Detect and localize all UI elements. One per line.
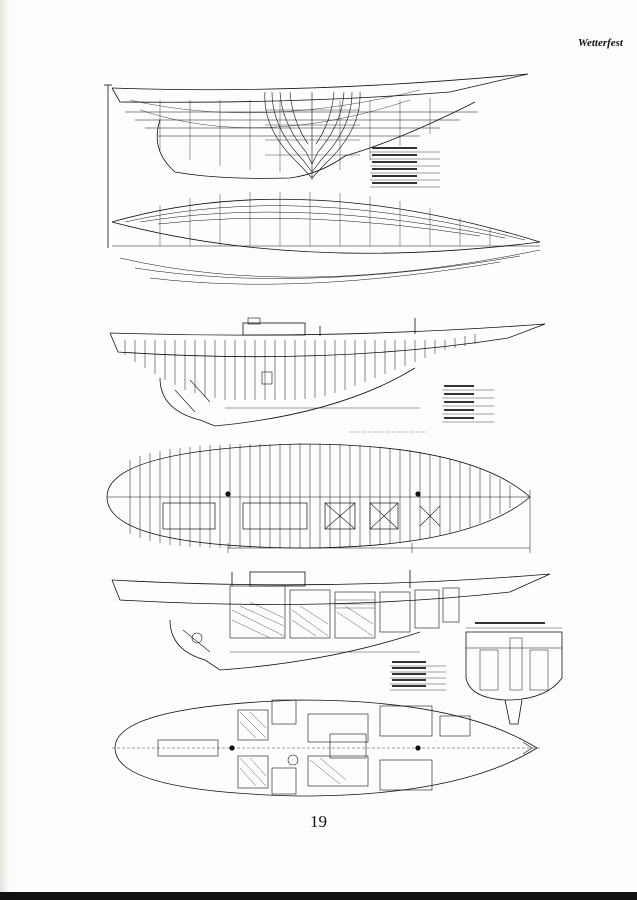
- lines-plan-drawing: [104, 73, 541, 285]
- page-number: 19: [310, 812, 327, 831]
- running-header: Wetterfest: [577, 37, 623, 49]
- dimension-table: [370, 151, 440, 188]
- page-edge-shadow: [0, 0, 10, 900]
- accommodation-plan-drawing: [112, 699, 540, 797]
- deck-framing-drawing: [106, 443, 531, 553]
- construction-profile-drawing: [109, 317, 546, 433]
- fine-print-labels: [372, 147, 545, 687]
- accommodation-profile-drawing: [111, 570, 563, 725]
- scan-bottom-border: [0, 892, 637, 900]
